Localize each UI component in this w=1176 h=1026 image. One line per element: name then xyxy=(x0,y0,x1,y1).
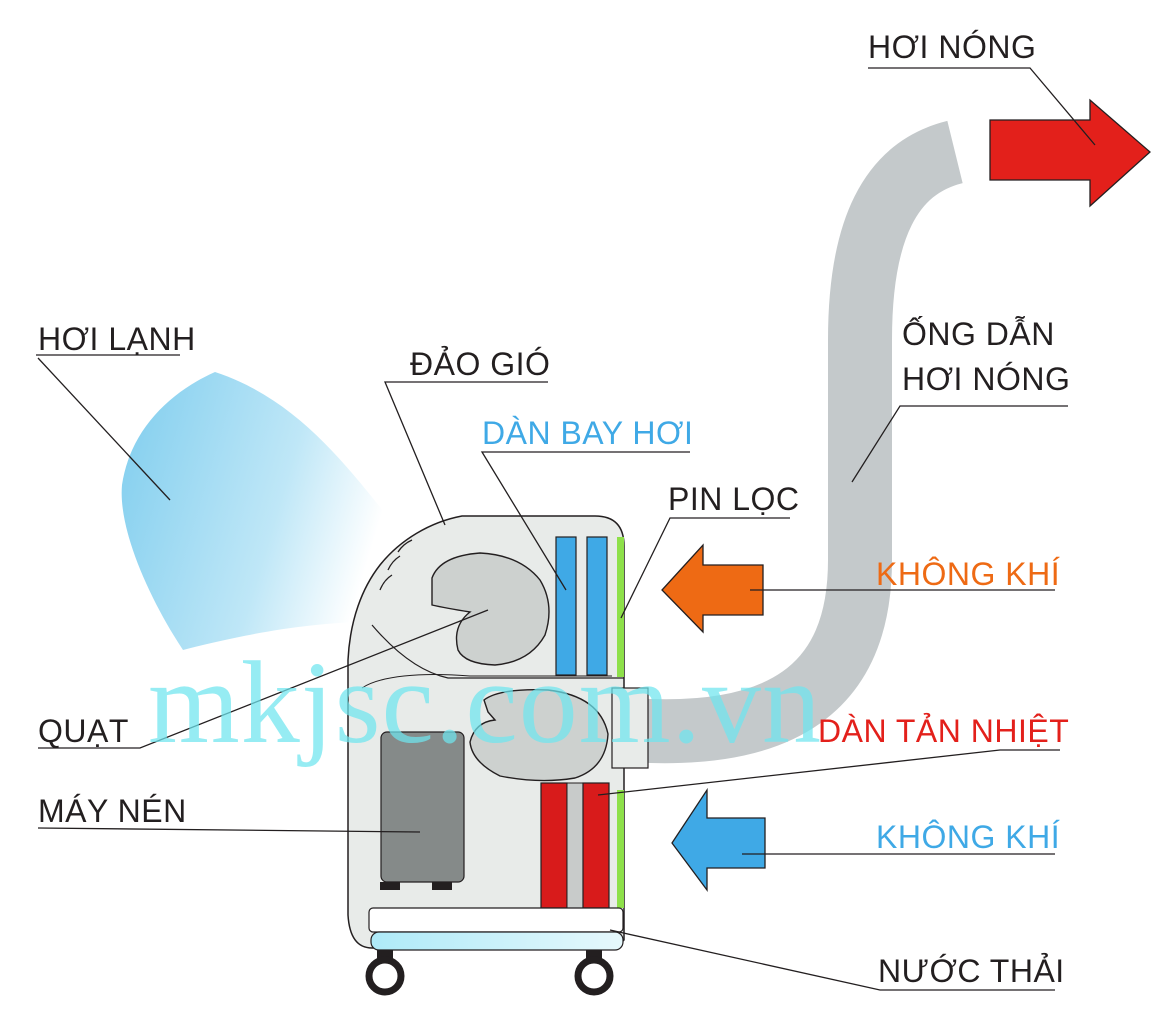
label-filter: PIN LỌC xyxy=(668,481,800,517)
louver-slat xyxy=(397,539,413,553)
label-compressor: MÁY NÉN xyxy=(38,793,187,829)
wheel xyxy=(365,956,405,996)
label-cold-air: HƠI LẠNH xyxy=(38,321,196,357)
upper-fan xyxy=(431,552,550,666)
leader-cold-air-2 xyxy=(37,357,171,501)
unit-divider xyxy=(371,624,624,679)
leader-drain xyxy=(609,929,1055,991)
air-filter xyxy=(617,790,624,908)
lower-fan xyxy=(469,689,609,782)
ac-unit xyxy=(347,515,649,996)
leader-condenser xyxy=(597,749,1060,796)
leader-filter xyxy=(620,517,790,619)
label-fan: QUẠT xyxy=(38,713,129,749)
label-louver: ĐẢO GIÓ xyxy=(410,346,550,382)
condenser-coil xyxy=(540,782,568,909)
evaporator-coil xyxy=(586,536,608,676)
wheel xyxy=(574,956,614,996)
drain-tray xyxy=(368,907,624,933)
air-filter xyxy=(617,537,624,677)
evaporator-coil xyxy=(555,536,577,676)
compressor-foot xyxy=(380,882,400,890)
cold-air-plume xyxy=(121,372,401,650)
label-air-lower: KHÔNG KHÍ xyxy=(876,819,1060,855)
label-air-upper: KHÔNG KHÍ xyxy=(876,556,1060,592)
label-condenser: DÀN TẢN NHIỆT xyxy=(818,713,1069,749)
leader-fan xyxy=(38,609,489,749)
leader-compressor xyxy=(37,827,421,833)
label-drain-water: NƯỚC THẢI xyxy=(878,953,1065,989)
air-intake-arrow-lower xyxy=(671,787,766,892)
air-intake-arrow-upper xyxy=(661,543,764,634)
louver-slat xyxy=(387,555,401,571)
unit-divider-lower xyxy=(361,674,612,689)
duct-connector xyxy=(611,687,649,769)
leader-louver xyxy=(384,381,548,526)
compressor-foot xyxy=(432,882,452,890)
louver-slat xyxy=(379,574,393,591)
leader-evaporator xyxy=(480,451,690,591)
watermark: mkjsc.com.vn xyxy=(148,637,822,768)
drain-water xyxy=(370,931,624,951)
hot-air-duct xyxy=(627,120,965,764)
label-evaporator: DÀN BAY HƠI xyxy=(482,415,693,451)
leader-duct xyxy=(851,405,1068,483)
condenser-coil xyxy=(582,782,610,909)
label-duct-line2: HƠI NÓNG xyxy=(902,361,1070,397)
compressor xyxy=(380,731,465,883)
label-hot-air: HƠI NÓNG xyxy=(868,29,1036,65)
label-duct-line1: ỐNG DẪN xyxy=(902,316,1055,352)
leader-hot-air xyxy=(868,67,1096,146)
hot-air-arrow xyxy=(989,98,1151,208)
condenser-coil xyxy=(566,782,584,909)
